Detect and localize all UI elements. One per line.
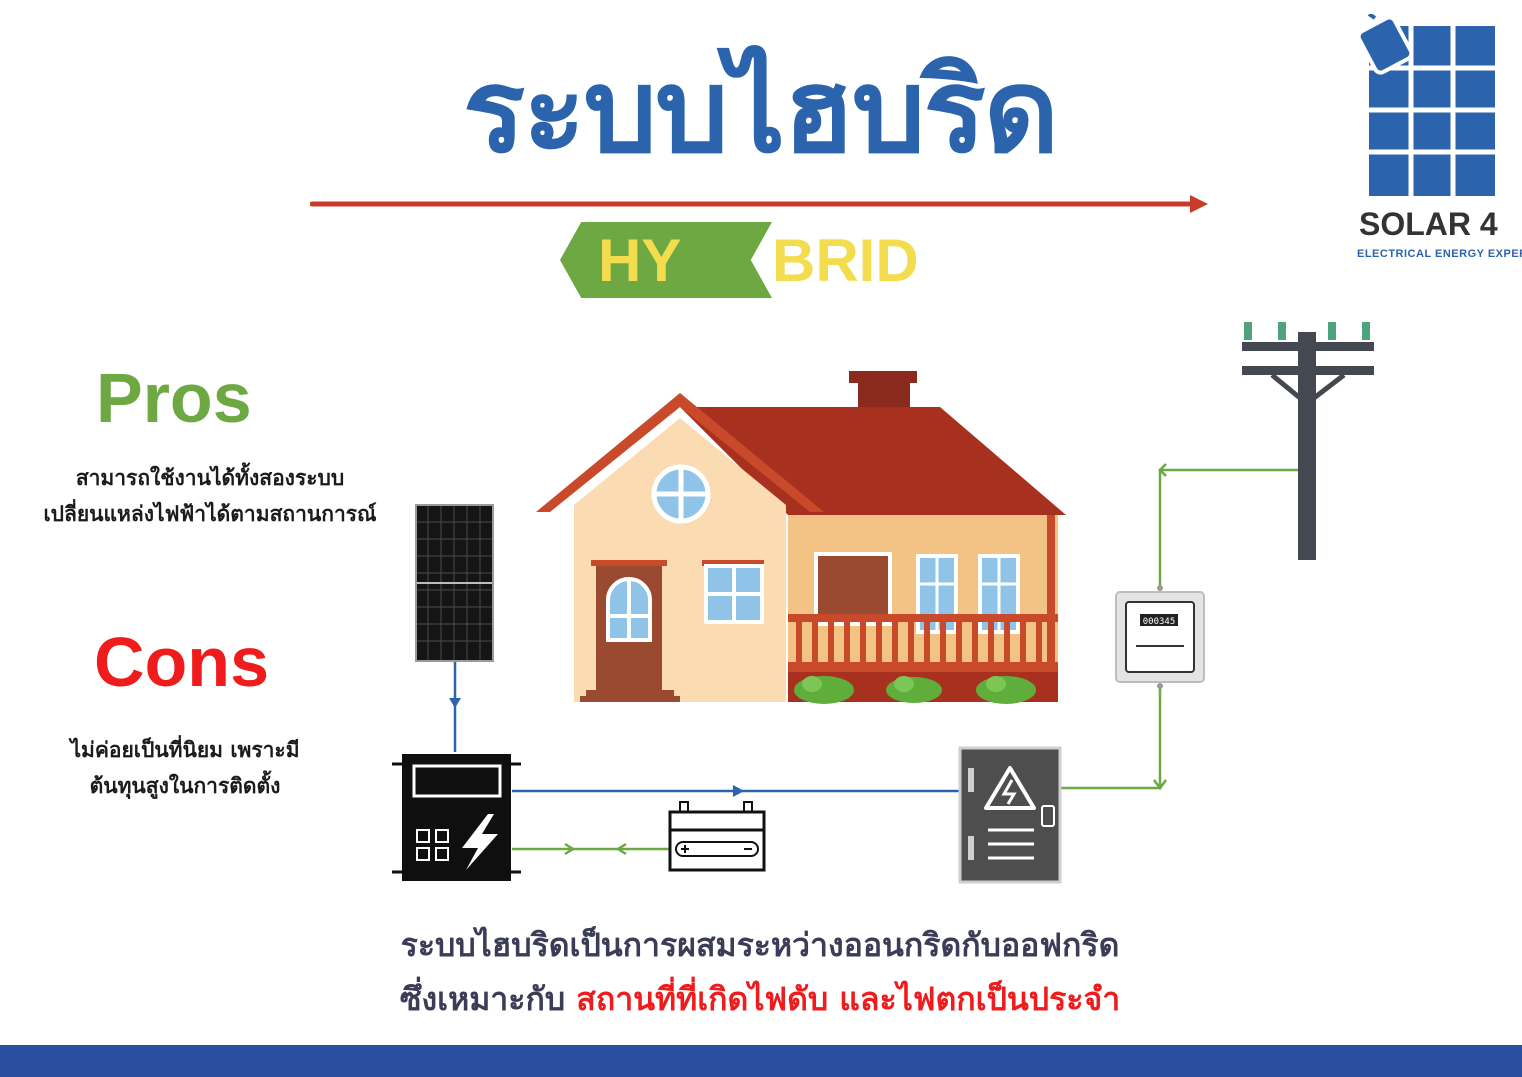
solar4-logo-icon bbox=[1356, 4, 1495, 196]
electric-meter-icon: 000345 bbox=[1115, 585, 1205, 689]
system-diagram: 000345 bbox=[392, 322, 1374, 884]
pros-line: เปลี่ยนแหล่งไฟฟ้าได้ตามสถานการณ์ bbox=[43, 502, 377, 526]
title-arrow bbox=[310, 195, 1208, 213]
solar4-logo: SOLAR 4 ELECTRICAL ENERGY EXPERT bbox=[1355, 4, 1522, 264]
inverter-icon bbox=[392, 754, 521, 881]
solar-panel-icon bbox=[415, 504, 494, 662]
hybrid-badge-left: HY bbox=[560, 222, 772, 298]
cons-text: ไม่ค่อยเป็นที่นิยม เพราะมี ต้นทุนสูงในกา… bbox=[20, 732, 350, 804]
battery-icon bbox=[668, 801, 766, 872]
cons-heading: Cons bbox=[94, 623, 269, 701]
pros-line: สามารถใช้งานได้ทั้งสองระบบ bbox=[75, 466, 345, 490]
pros-text: สามารถใช้งานได้ทั้งสองระบบ เปลี่ยนแหล่งไ… bbox=[0, 460, 420, 532]
footer-bar bbox=[0, 1045, 1522, 1077]
hybrid-part2: BRID bbox=[772, 227, 919, 294]
cons-line: ไม่ค่อยเป็นที่นิยม เพราะมี bbox=[70, 738, 300, 762]
distribution-board-icon bbox=[958, 746, 1062, 884]
meter-reading: 000345 bbox=[1143, 617, 1176, 627]
summary-line2-prefix: ซึ่งเหมาะกับ bbox=[399, 980, 566, 1018]
summary-highlight: สถานที่ที่เกิดไฟดับ และไฟตกเป็นประจำ bbox=[576, 980, 1121, 1018]
logo-tagline: ELECTRICAL ENERGY EXPERT bbox=[1357, 248, 1522, 260]
pros-heading: Pros bbox=[96, 359, 252, 437]
power-pole-icon bbox=[1242, 322, 1374, 560]
logo-name: SOLAR 4 bbox=[1359, 206, 1498, 242]
hybrid-badge: HY BRID bbox=[560, 222, 980, 302]
house-icon bbox=[536, 371, 1066, 704]
summary-text: ระบบไฮบริดเป็นการผสมระหว่างออนกริดกับออฟ… bbox=[200, 918, 1320, 1026]
summary-line2: ซึ่งเหมาะกับ สถานที่ที่เกิดไฟดับ และไฟตก… bbox=[200, 972, 1320, 1026]
page-title: ระบบไฮบริด bbox=[462, 44, 1059, 179]
summary-line1: ระบบไฮบริดเป็นการผสมระหว่างออนกริดกับออฟ… bbox=[400, 926, 1120, 964]
cons-line: ต้นทุนสูงในการติดตั้ง bbox=[89, 774, 281, 798]
flow-lines bbox=[449, 463, 1300, 856]
hybrid-part1: HY bbox=[598, 227, 682, 294]
